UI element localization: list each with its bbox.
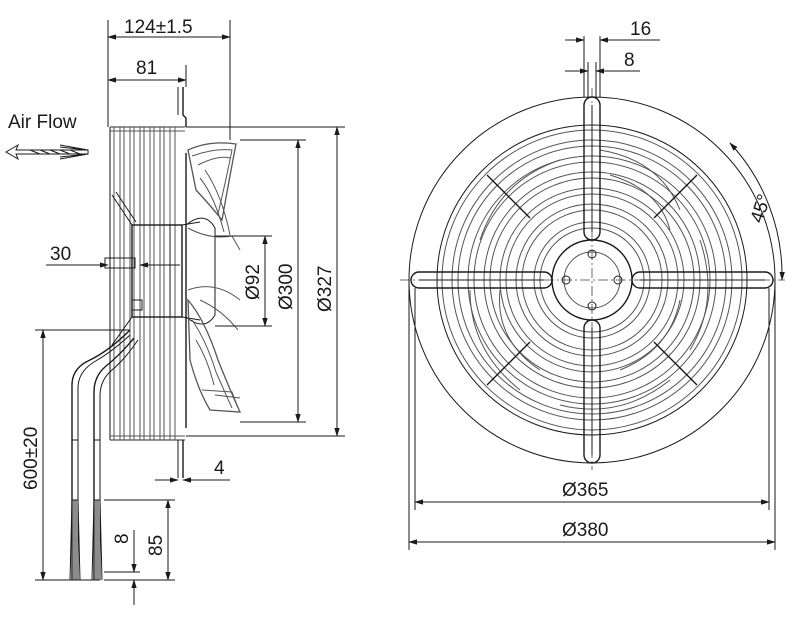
dim-cable-length: 600±20: [21, 427, 42, 490]
dim-overall-depth: 124±1.5: [124, 17, 193, 38]
dim-body-diameter: Ø327: [315, 266, 336, 312]
dim-blade-diameter: Ø300: [276, 264, 297, 310]
dim-bracket-thickness: 4: [214, 458, 225, 479]
dim-grid-offset: 30: [50, 244, 71, 265]
air-flow-arrow-icon: [5, 143, 89, 161]
front-fan-blades: [469, 149, 709, 410]
diagonal-struts: [486, 174, 698, 386]
dim-hub-diameter: Ø92: [243, 264, 264, 300]
dim-wire-strip: 8: [112, 533, 133, 544]
air-flow-label: Air Flow: [8, 112, 77, 133]
fan-blades: [187, 142, 242, 413]
dim-bar-inner: 8: [624, 50, 635, 71]
dim-hole-circle-diameter: Ø365: [562, 480, 608, 501]
dim-angle: 45°: [747, 192, 776, 226]
dim-hub-depth: 81: [136, 58, 157, 79]
guard-grille: [109, 126, 185, 441]
motor-hub: [104, 221, 201, 321]
dim-outer-diameter: Ø380: [562, 520, 608, 541]
dim-bar-width: 16: [630, 19, 651, 40]
front-view: 16 8 45° Ø365 Ø380: [400, 19, 785, 550]
cable-bundle: [69, 329, 139, 581]
side-view: Air Flow: [5, 17, 345, 605]
mounting-bars: [410, 96, 774, 464]
dim-wire-lead: 85: [146, 535, 167, 556]
